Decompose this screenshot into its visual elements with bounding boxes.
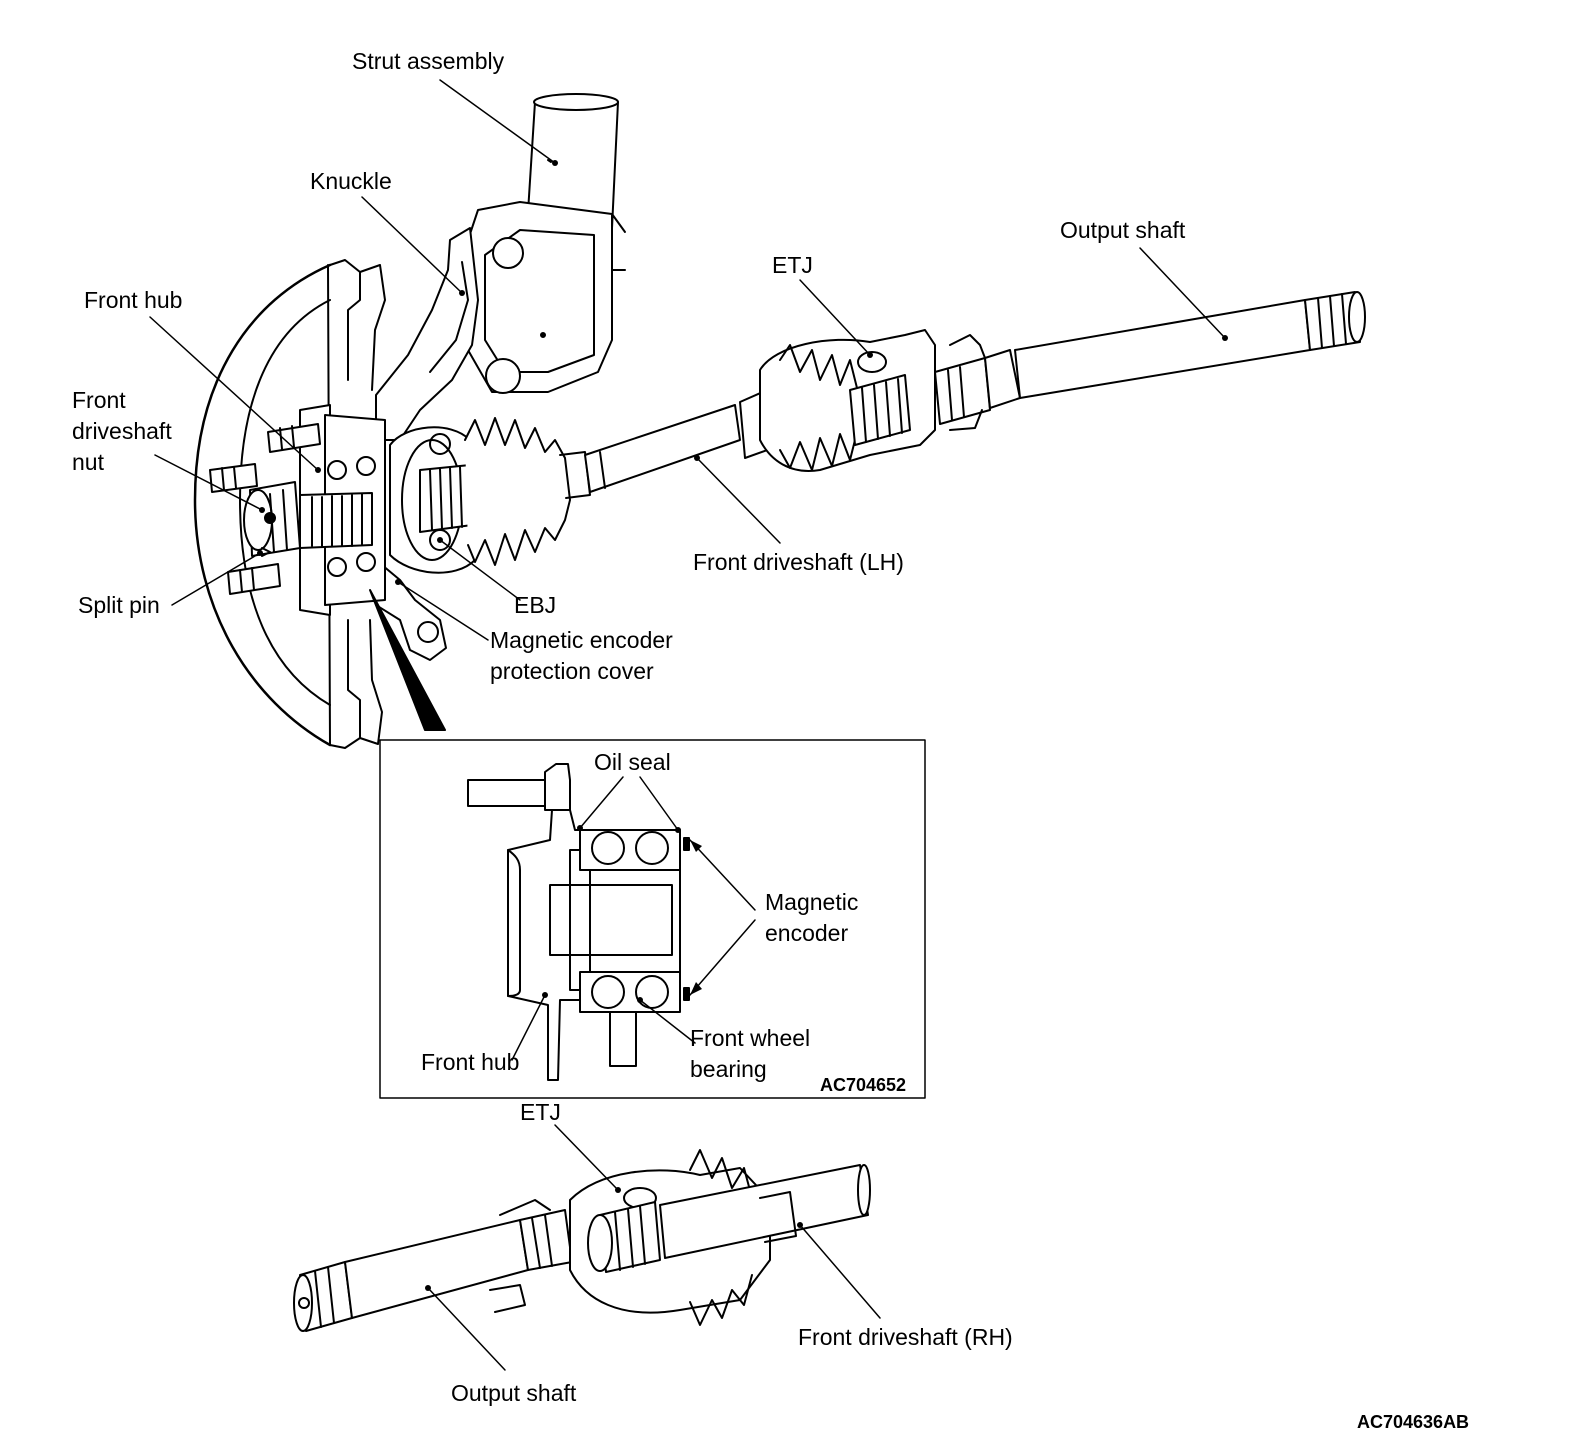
label-etj-top: ETJ xyxy=(772,252,813,278)
label-inset-front-wheel-bearing: Front wheel bearing xyxy=(690,1025,811,1082)
label-front-hub: Front hub xyxy=(84,287,183,313)
label-inset-oil-seal: Oil seal xyxy=(594,749,671,775)
front-hub xyxy=(209,404,386,616)
label-strut-assembly: Strut assembly xyxy=(352,48,505,74)
strut-assembly xyxy=(467,93,626,394)
label-front-driveshaft-rh: Front driveshaft (RH) xyxy=(798,1324,1013,1350)
label-split-pin: Split pin xyxy=(78,592,160,618)
label-knuckle: Knuckle xyxy=(310,168,392,194)
label-magnetic-encoder-protection-cover: Magnetic encoder protection cover xyxy=(490,627,673,684)
output-shaft-top xyxy=(984,291,1366,409)
label-etj-bottom: ETJ xyxy=(520,1099,561,1125)
label-front-driveshaft-nut: Front driveshaft nut xyxy=(72,387,172,475)
label-figure-code: AC704636AB xyxy=(1357,1412,1470,1432)
leader-lines xyxy=(149,79,1226,1371)
label-inset-magnetic-encoder: Magnetic encoder xyxy=(765,889,859,946)
zoom-wedge xyxy=(369,589,446,731)
label-output-shaft-bottom: Output shaft xyxy=(451,1380,577,1406)
front-driveshaft-lh xyxy=(584,404,741,493)
label-inset-front-hub: Front hub xyxy=(421,1049,520,1075)
label-output-shaft-top: Output shaft xyxy=(1060,217,1186,243)
ebj-joint xyxy=(389,417,591,574)
etj-joint-top xyxy=(739,329,991,472)
label-front-driveshaft-lh: Front driveshaft (LH) xyxy=(693,549,904,575)
front-driveshaft-rh xyxy=(293,1149,871,1332)
label-inset-code: AC704652 xyxy=(820,1075,907,1095)
leader-dots xyxy=(257,160,1228,1291)
inset-detail xyxy=(379,739,926,1099)
label-ebj: EBJ xyxy=(514,592,557,618)
knuckle xyxy=(375,227,479,661)
